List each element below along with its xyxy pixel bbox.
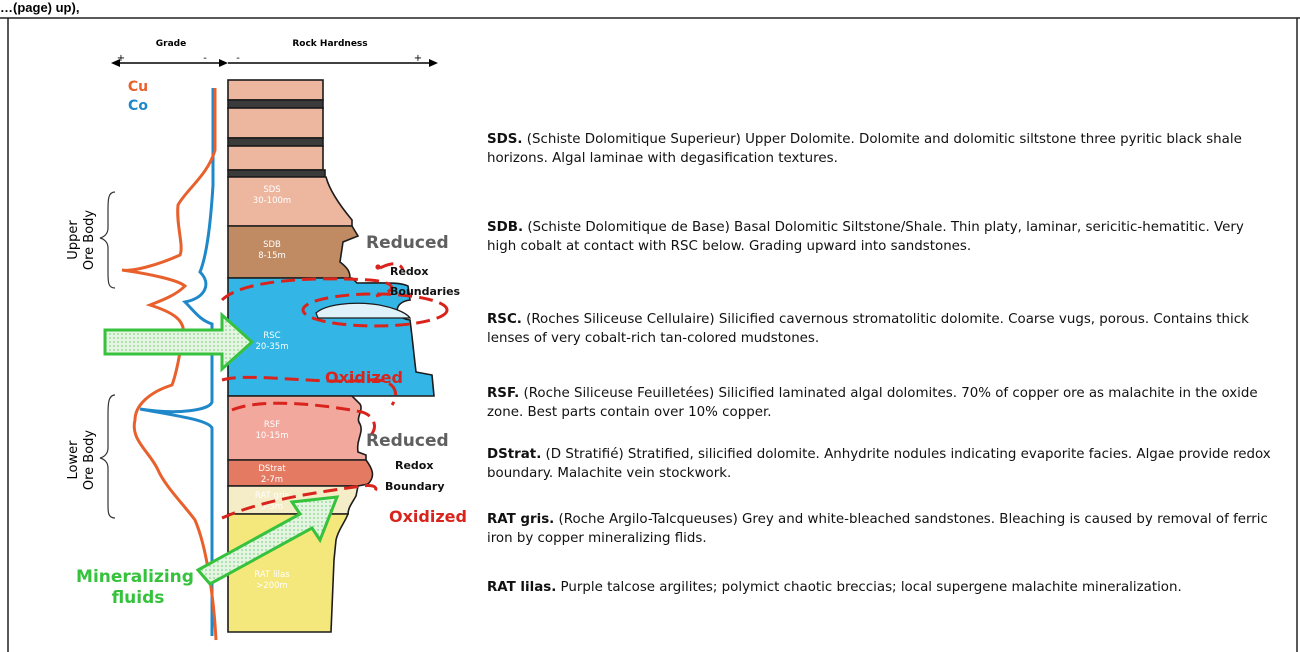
hardness-plus-sign: + bbox=[414, 53, 422, 64]
lower-ore-body-brace bbox=[100, 395, 115, 518]
rsf-label-thickness: 10-15m bbox=[256, 431, 289, 441]
cu-legend-label: Cu bbox=[128, 79, 148, 95]
oxidized-upper-label: Oxidized bbox=[325, 368, 403, 387]
rsc-description: RSC. (Roches Siliceuse Cellulaire) Silic… bbox=[487, 310, 1277, 348]
mineralizing-label: Mineralizing bbox=[76, 567, 194, 587]
upper-ore-body-label-line1: Upper bbox=[66, 220, 81, 260]
sdb-text: (Schiste Dolomitique de Base) Basal Dolo… bbox=[487, 220, 1244, 254]
rat-lilas-description: RAT lilas. Purple talcose argilites; pol… bbox=[487, 578, 1277, 597]
hardness-minus-sign: - bbox=[236, 53, 240, 64]
hardness-axis-label: Rock Hardness bbox=[292, 39, 367, 49]
dstrat-description: DStrat. (D Stratifié) Stratified, silici… bbox=[487, 445, 1277, 483]
rsf-label-name: RSF bbox=[264, 420, 280, 430]
rsf-code: RSF. bbox=[487, 386, 519, 401]
lower-ore-body-label-line2: Ore Body bbox=[82, 430, 97, 491]
black-shale-horizon-1 bbox=[228, 100, 323, 108]
sds-code: SDS. bbox=[487, 132, 523, 147]
black-shale-horizon-3 bbox=[228, 170, 325, 177]
sdb-description: SDB. (Schiste Dolomitique de Base) Basal… bbox=[487, 218, 1277, 256]
redox-lower-label-line1: Redox bbox=[395, 459, 433, 472]
reduced-upper-label: Reduced bbox=[366, 233, 449, 253]
redox-dot bbox=[375, 264, 380, 269]
rsf-layer bbox=[228, 396, 366, 460]
upper-ore-body-label-line2: Ore Body bbox=[82, 210, 97, 271]
rsc-label-thickness: 20-35m bbox=[256, 342, 289, 352]
grade-axis-label: Grade bbox=[156, 39, 186, 49]
sdb-label-name: SDB bbox=[263, 240, 281, 250]
grade-axis-arrow-right bbox=[219, 59, 228, 67]
sds-bed-2 bbox=[228, 108, 323, 138]
dstrat-code: DStrat. bbox=[487, 447, 541, 462]
redox-lower-label-line2: Boundary bbox=[385, 480, 445, 493]
reduced-lower-label: Reduced bbox=[366, 431, 449, 451]
fluids-label: fluids bbox=[112, 588, 165, 608]
sdb-code: SDB. bbox=[487, 220, 523, 235]
sdb-label-thickness: 8-15m bbox=[258, 251, 286, 261]
co-grade-curve bbox=[140, 88, 213, 636]
sds-label-name: SDS bbox=[263, 185, 280, 195]
rsf-text: (Roche Siliceuse Feuilletées) Silicified… bbox=[487, 386, 1258, 420]
dstrat-label-thickness: 2-7m bbox=[261, 475, 283, 485]
rat-lilas-label-thickness: >200m bbox=[256, 581, 288, 591]
rsc-text: (Roches Siliceuse Cellulaire) Silicified… bbox=[487, 312, 1249, 346]
rsc-code: RSC. bbox=[487, 312, 522, 327]
rsf-description: RSF. (Roche Siliceuse Feuilletées) Silic… bbox=[487, 384, 1277, 422]
dstrat-layer bbox=[228, 460, 372, 486]
rat-gris-text: (Roche Argilo-Talcqueuses) Grey and whit… bbox=[487, 512, 1268, 546]
redox-upper-label-line1: Redox bbox=[390, 265, 428, 278]
rat-gris-description: RAT gris. (Roche Argilo-Talcqueuses) Gre… bbox=[487, 510, 1277, 548]
sds-bed-3 bbox=[228, 146, 323, 170]
upper-ore-body-brace bbox=[100, 192, 115, 288]
grade-minus-sign: - bbox=[203, 53, 207, 64]
grade-plus-sign: + bbox=[117, 53, 125, 64]
rsc-label-name: RSC bbox=[263, 331, 280, 341]
hardness-axis-arrow bbox=[429, 59, 438, 67]
rat-lilas-text: Purple talcose argilites; polymict chaot… bbox=[556, 580, 1181, 595]
redox-upper-label-line2: Boundaries bbox=[390, 285, 461, 298]
sds-label-thickness: 30-100m bbox=[253, 196, 291, 206]
sdb-layer bbox=[228, 226, 358, 278]
sds-bed-1 bbox=[228, 80, 323, 100]
dstrat-text: (D Stratifié) Stratified, silicified dol… bbox=[487, 447, 1271, 481]
rat-lilas-code: RAT lilas. bbox=[487, 580, 556, 595]
co-legend-label: Co bbox=[128, 98, 148, 114]
sds-text: (Schiste Dolomitique Superieur) Upper Do… bbox=[487, 132, 1242, 166]
oxidized-lower-label: Oxidized bbox=[389, 507, 467, 526]
black-shale-horizon-2 bbox=[228, 138, 323, 146]
lower-ore-body-label-line1: Lower bbox=[66, 440, 81, 480]
cu-grade-curve bbox=[122, 88, 216, 640]
dstrat-label-name: DStrat bbox=[258, 464, 286, 474]
sds-description: SDS. (Schiste Dolomitique Superieur) Upp… bbox=[487, 130, 1277, 168]
rat-lilas-label-name: RAT lilas bbox=[254, 570, 290, 580]
rat-gris-code: RAT gris. bbox=[487, 512, 554, 527]
